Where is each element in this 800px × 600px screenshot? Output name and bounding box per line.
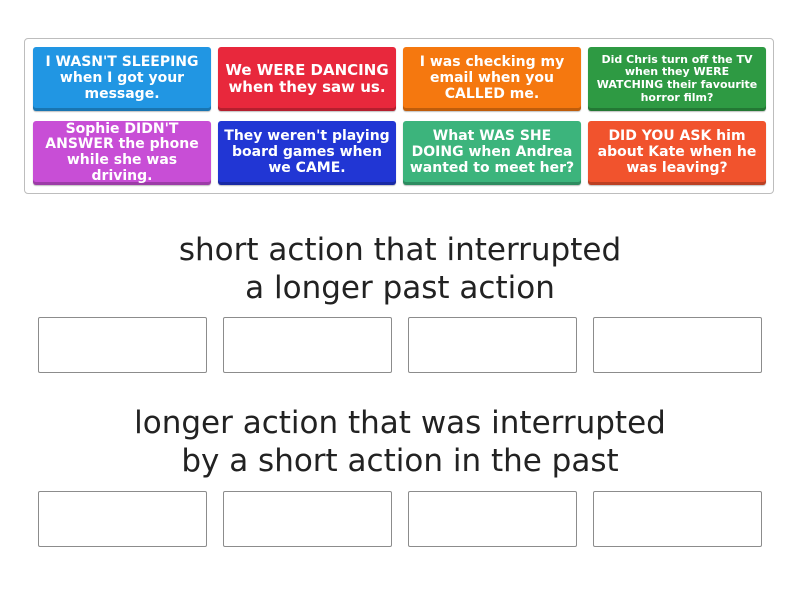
group-1-heading-line1: short action that interrupted [178, 232, 622, 268]
group-2-drop-slot-2[interactable] [223, 491, 392, 547]
group-2-drop-slot-1[interactable] [38, 491, 207, 547]
card-2[interactable]: We WERE DANCING when they saw us. [218, 47, 396, 111]
group-2-heading-line2: by a short action in the past [181, 443, 619, 479]
card-1-text: I WASN'T SLEEPING when I got your messag… [45, 54, 199, 102]
group-1-drop-slot-2[interactable] [223, 317, 392, 373]
card-5-text: Sophie DIDN'T ANSWER the phone while she… [45, 120, 199, 184]
group-1-drop-slot-1[interactable] [38, 317, 207, 373]
group-2-heading-line1: longer action that was interrupted [134, 405, 666, 441]
group-2-heading: longer action that was interrupted by a … [0, 404, 800, 480]
group-2-drop-slot-3[interactable] [408, 491, 577, 547]
card-6[interactable]: They weren't playing board games when we… [218, 121, 396, 185]
card-2-text: We WERE DANCING when they saw us. [225, 61, 389, 96]
card-3-text: I was checking my email when you CALLED … [419, 54, 565, 102]
group-1-heading: short action that interrupted a longer p… [0, 231, 800, 307]
card-7-text: What WAS SHE DOING when Andrea wanted to… [409, 128, 575, 176]
card-1[interactable]: I WASN'T SLEEPING when I got your messag… [33, 47, 211, 111]
card-4[interactable]: Did Chris turn off the TV when they WERE… [588, 47, 766, 111]
card-8[interactable]: DID YOU ASK him about Kate when he was l… [588, 121, 766, 185]
card-4-text: Did Chris turn off the TV when they WERE… [596, 52, 758, 104]
card-7[interactable]: What WAS SHE DOING when Andrea wanted to… [403, 121, 581, 185]
card-6-text: They weren't playing board games when we… [224, 128, 390, 176]
group-1-drop-slot-4[interactable] [593, 317, 762, 373]
group-1-drop-slot-3[interactable] [408, 317, 577, 373]
card-tray: I WASN'T SLEEPING when I got your messag… [24, 38, 774, 194]
group-1-heading-line2: a longer past action [245, 270, 555, 306]
card-5[interactable]: Sophie DIDN'T ANSWER the phone while she… [33, 121, 211, 185]
card-3[interactable]: I was checking my email when you CALLED … [403, 47, 581, 111]
card-8-text: DID YOU ASK him about Kate when he was l… [597, 128, 757, 176]
group-2-drop-slot-4[interactable] [593, 491, 762, 547]
